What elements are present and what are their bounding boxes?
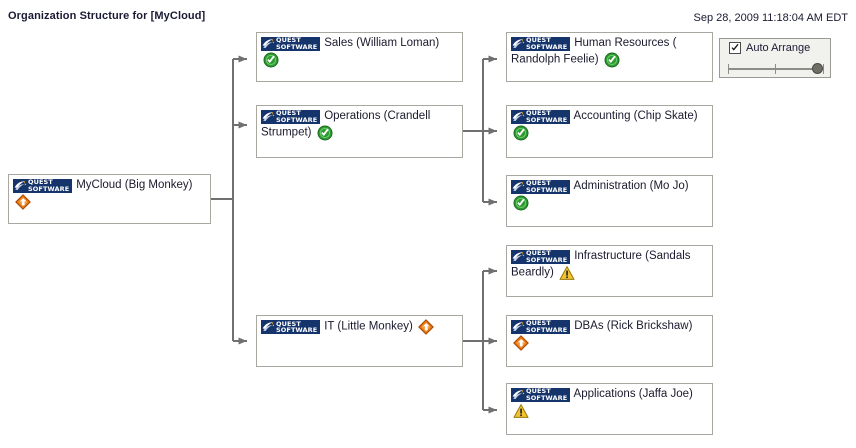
org-node-label: Administration (Mo Jo)	[571, 180, 689, 192]
zoom-slider[interactable]	[728, 62, 824, 76]
slider-tick	[775, 64, 776, 74]
ok-check-icon	[317, 125, 333, 141]
quest-swoosh-icon	[512, 38, 525, 48]
ok-check-icon	[263, 52, 279, 68]
quest-swoosh-icon	[512, 181, 525, 191]
slider-tick	[823, 64, 824, 74]
critical-diamond-icon	[418, 319, 434, 335]
critical-diamond-icon	[15, 193, 31, 210]
checkmark-icon	[731, 44, 739, 51]
org-node-label: MyCloud (Big Monkey)	[73, 179, 193, 191]
org-node-label: Sales (William Loman)	[321, 37, 440, 49]
slider-tick	[728, 64, 729, 74]
org-node-label: Human Resources ( Randolph Feelie)	[511, 37, 677, 66]
org-node-label: Applications (Jaffa Joe)	[571, 388, 693, 400]
org-node-label: Infrastructure (Sandals Beardly)	[511, 250, 691, 279]
quest-swoosh-icon	[512, 111, 525, 121]
auto-arrange-label: Auto Arrange	[746, 42, 811, 54]
org-node-label: Operations (Crandell Strumpet)	[261, 110, 431, 139]
quest-swoosh-icon	[262, 321, 275, 331]
slider-track	[728, 68, 824, 70]
ok-check-icon	[513, 195, 529, 211]
org-node-label: Accounting (Chip Skate)	[571, 110, 698, 122]
critical-diamond-icon	[513, 334, 529, 351]
auto-arrange-panel: Auto Arrange	[719, 38, 831, 78]
auto-arrange-checkbox[interactable]	[729, 42, 741, 54]
quest-swoosh-icon	[512, 321, 525, 331]
timestamp-label: Sep 28, 2009 11:18:04 AM EDT	[693, 12, 848, 24]
quest-swoosh-icon	[262, 111, 275, 121]
ok-check-icon	[604, 52, 620, 68]
warning-triangle-icon	[559, 265, 575, 280]
page-title: Organization Structure for [MyCloud]	[8, 10, 206, 22]
quest-swoosh-icon	[262, 38, 275, 48]
slider-thumb[interactable]	[812, 63, 823, 74]
warning-triangle-icon	[513, 403, 529, 418]
quest-swoosh-icon	[14, 180, 27, 190]
ok-check-icon	[513, 125, 529, 141]
org-node-label: IT (Little Monkey)	[321, 320, 417, 333]
quest-swoosh-icon	[512, 251, 525, 261]
auto-arrange-row[interactable]: Auto Arrange	[720, 39, 830, 54]
org-node-label: DBAs (Rick Brickshaw)	[571, 320, 693, 332]
quest-swoosh-icon	[512, 389, 525, 399]
